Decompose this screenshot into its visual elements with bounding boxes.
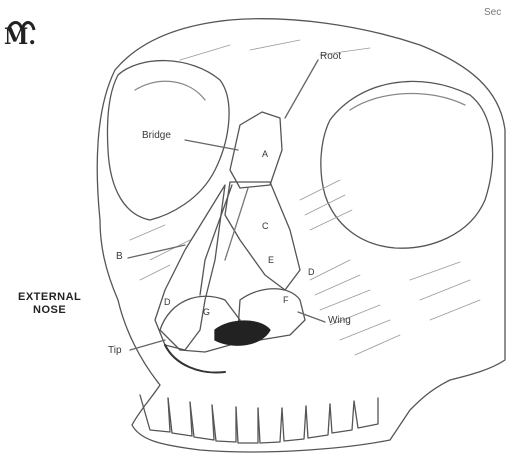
region-letter-a: A bbox=[262, 150, 268, 159]
label-tip: Tip bbox=[108, 346, 122, 356]
label-bridge: Bridge bbox=[142, 131, 171, 141]
external-nose-title: EXTERNAL NOSE bbox=[18, 291, 81, 317]
label-root: Root bbox=[320, 52, 341, 62]
wing-leader bbox=[298, 312, 325, 322]
region-letter-d-right: D bbox=[308, 268, 315, 277]
region-letter-e: E bbox=[268, 256, 274, 265]
teeth-row bbox=[140, 395, 378, 443]
nostril bbox=[215, 321, 270, 345]
upper-cartilage bbox=[225, 182, 300, 290]
region-letter-g: G bbox=[203, 308, 210, 317]
right-orbit bbox=[321, 81, 493, 248]
external-nose-line2: NOSE bbox=[18, 304, 81, 317]
region-letter-c: C bbox=[262, 222, 269, 231]
logo-text: M. bbox=[4, 26, 36, 48]
root-leader bbox=[285, 60, 318, 118]
external-nose-line1: EXTERNAL bbox=[18, 291, 81, 304]
label-b: B bbox=[116, 252, 123, 262]
b-leader bbox=[128, 245, 185, 258]
tip-leader bbox=[130, 340, 165, 350]
region-letter-d-left: D bbox=[164, 298, 171, 307]
skull-outline bbox=[97, 19, 505, 452]
bridge-leader bbox=[185, 140, 238, 150]
label-wing: Wing bbox=[328, 316, 351, 326]
corner-text: Sec bbox=[484, 8, 501, 18]
region-letter-f: F bbox=[283, 296, 289, 305]
